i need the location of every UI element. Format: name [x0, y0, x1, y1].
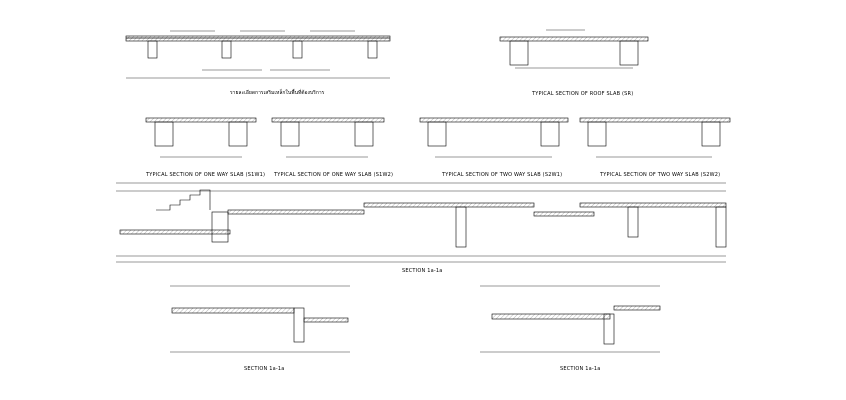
two-way-slab-2-detail	[579, 117, 731, 158]
title-one-way-2: TYPICAL SECTION OF ONE WAY SLAB (S1W2)	[273, 172, 393, 178]
thai-heading: รายละเอียดการเสริมเหล็กในพื้นที่ต้องบริก…	[230, 87, 325, 96]
title-section-2: SECTION 1a-1a	[244, 366, 285, 372]
roof-slab-detail	[499, 29, 649, 69]
title-section-1: SECTION 1a-1a	[402, 268, 443, 274]
title-one-way-1: TYPICAL SECTION OF ONE WAY SLAB (S1W1)	[145, 172, 265, 178]
continuous-slab-detail	[125, 30, 391, 79]
section-2-detail	[170, 285, 350, 353]
one-way-slab-2-detail	[271, 117, 385, 158]
title-two-way-2: TYPICAL SECTION OF TWO WAY SLAB (S2W2)	[599, 172, 720, 178]
two-way-slab-1-detail	[419, 117, 569, 158]
title-roof-slab: TYPICAL SECTION OF ROOF SLAB (SR)	[531, 91, 633, 97]
one-way-slab-1-detail	[145, 117, 257, 158]
title-two-way-1: TYPICAL SECTION OF TWO WAY SLAB (S2W1)	[441, 172, 562, 178]
section-3-detail	[480, 285, 661, 353]
title-section-3: SECTION 1a-1a	[560, 366, 601, 372]
long-section-detail	[116, 182, 727, 263]
